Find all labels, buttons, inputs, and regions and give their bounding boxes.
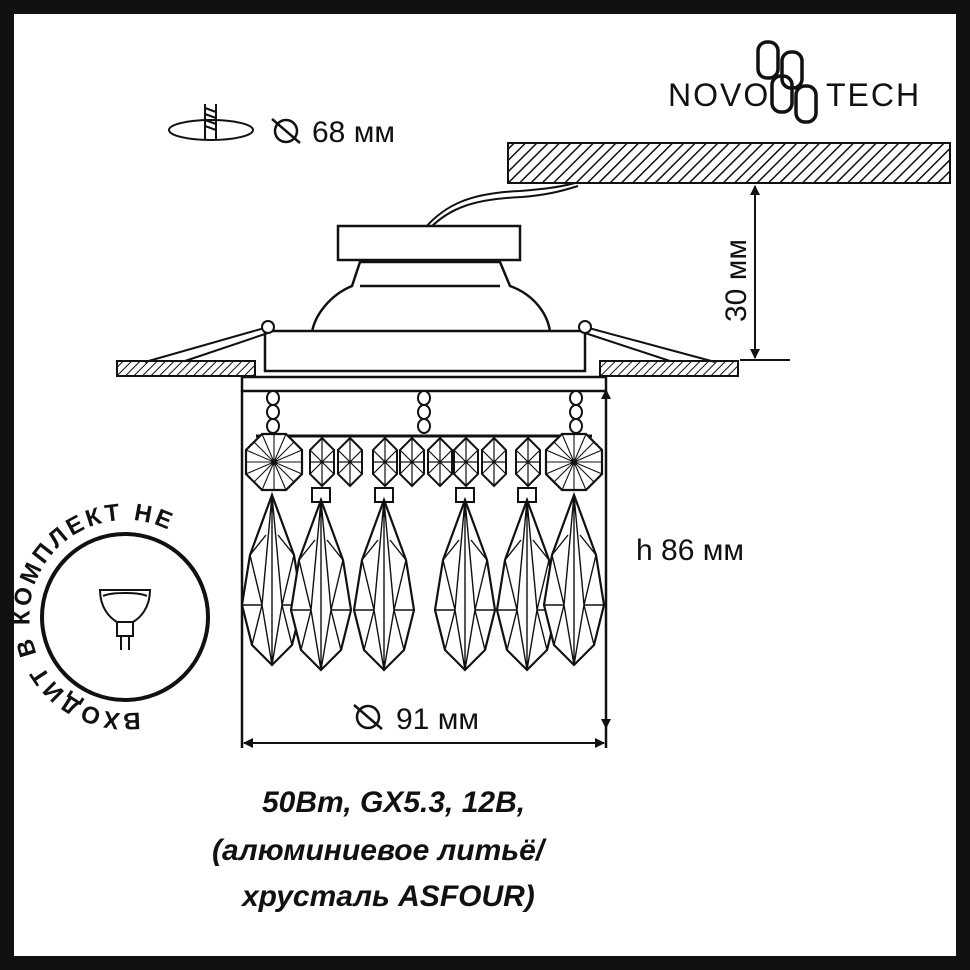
- spec-line-1: 50Вт, GX5.3, 12В,: [262, 786, 525, 819]
- brand-name-left: NOVO: [668, 77, 770, 113]
- lamp-housing: [263, 224, 587, 373]
- height-dimension: h 86 мм: [636, 534, 744, 567]
- ceiling-slab: [507, 142, 951, 184]
- diameter-dimension: 91 мм: [396, 703, 479, 736]
- cutout-hole-icon: [168, 104, 254, 141]
- brand-logo: NOVO TECH: [668, 40, 921, 124]
- mounting-springs: [144, 320, 716, 363]
- power-cable: [424, 182, 576, 229]
- diameter-icon: [271, 118, 301, 144]
- lamp-not-included-stamp: ВХОДИТ В КОМПЛЕКТ НЕ: [8, 499, 210, 734]
- ceiling-plate-left: [116, 360, 256, 377]
- lamp-bulb-icon: [98, 589, 152, 650]
- ceiling-plate-right: [599, 360, 739, 377]
- crystal-chains: [266, 390, 583, 434]
- brand-name-right: TECH: [826, 77, 921, 113]
- crystal-bead-row: [244, 432, 604, 492]
- crystal-drops: [240, 487, 606, 672]
- cutout-dimension: 68 мм: [312, 116, 395, 149]
- depth-dimension-line: [740, 185, 790, 361]
- diameter-icon-bottom: [353, 704, 383, 730]
- spec-line-3: хрусталь ASFOUR): [240, 880, 535, 913]
- logo-mark-icon: [756, 40, 818, 124]
- depth-dimension: 30 мм: [720, 239, 753, 322]
- spec-line-2: (алюминиевое литьё/: [212, 834, 547, 867]
- spec-block: 50Вт, GX5.3, 12В, (алюминиевое литьё/ хр…: [212, 786, 547, 913]
